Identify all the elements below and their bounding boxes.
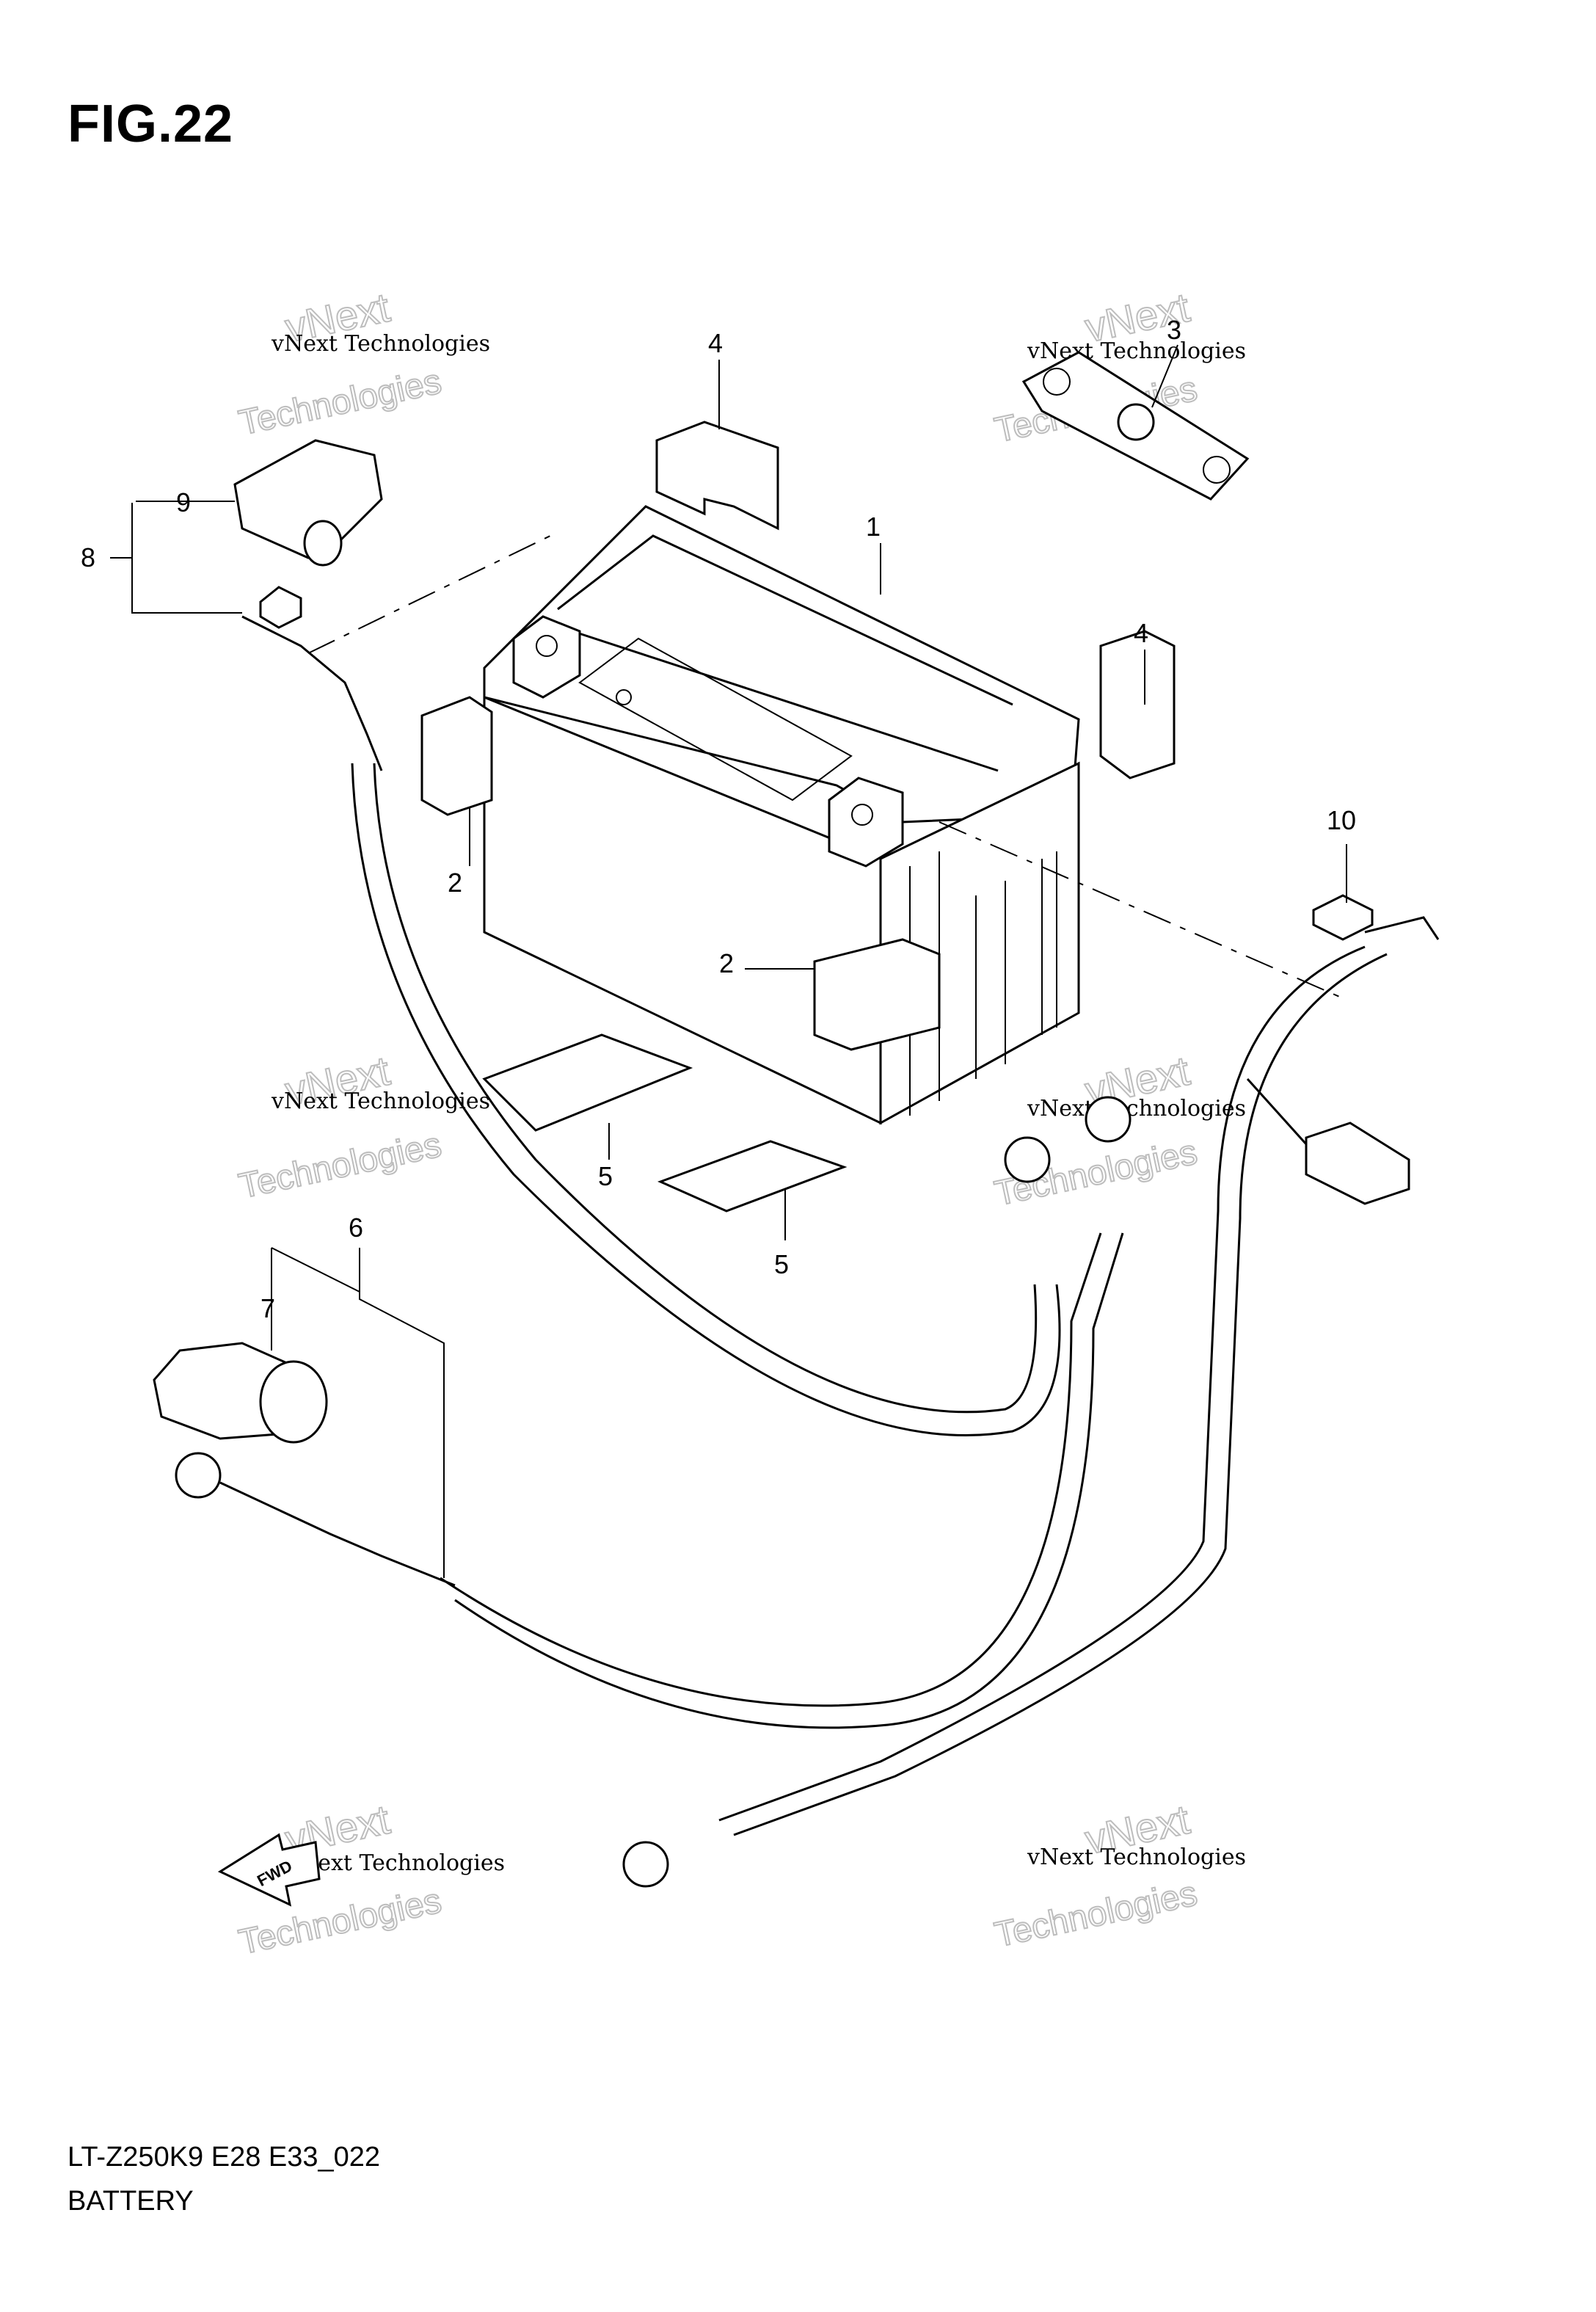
cable-10	[622, 894, 1440, 1888]
callout-1: 1	[866, 512, 881, 542]
cable-6-top-ring	[1004, 1136, 1051, 1183]
fwd-direction-marker: FWD	[217, 1833, 321, 1907]
plate-5-left	[482, 1033, 693, 1132]
figure-name: BATTERY	[68, 2186, 194, 2217]
band-rivet	[1117, 403, 1155, 441]
corner-pad-4-top	[655, 421, 779, 531]
watermark-text: vNext Technologies	[1027, 1844, 1246, 1870]
cable-10-body-inner	[733, 953, 1388, 1836]
terminal-bolt-hole	[536, 635, 558, 657]
battery-lid-rim	[557, 534, 1013, 706]
callout-3: 3	[1167, 315, 1181, 345]
cable-10-connector	[1305, 1122, 1410, 1205]
terminal-bolt-hole	[851, 804, 873, 826]
watermark-top-left: vNext vNext Technologies Technologies	[235, 283, 490, 444]
battery-terminal-positive	[828, 777, 904, 868]
watermark-text: vNext Technologies	[271, 1088, 490, 1114]
cap-9	[233, 439, 383, 559]
leader-6-7	[271, 1247, 360, 1293]
cable-10-end	[1364, 916, 1440, 940]
cable-8-end	[241, 615, 383, 771]
callout-9: 9	[176, 487, 191, 517]
cable-10-terminal	[1312, 894, 1374, 941]
watermark-technologies: Technologies	[236, 1125, 445, 1206]
callout-4-top: 4	[708, 328, 723, 358]
cable-10-branch	[1246, 1077, 1315, 1154]
callout-10: 10	[1327, 805, 1356, 835]
callout-7: 7	[260, 1293, 275, 1323]
cable-10-body-outer	[718, 945, 1366, 1822]
leader-3	[1151, 344, 1178, 408]
cable-6-body-outer	[440, 1232, 1102, 1707]
leader-lines	[110, 344, 1347, 1578]
pad-2-front	[813, 938, 941, 1051]
band-hole	[1043, 368, 1071, 396]
watermark-technologies: Technologies	[236, 362, 445, 443]
watermark-text: vNext Technologies	[271, 331, 490, 357]
cable-6-ring	[175, 1452, 222, 1499]
fwd-arrow-icon	[217, 1833, 321, 1907]
cable-6	[175, 1096, 1132, 1729]
terminal-cap	[233, 439, 383, 567]
leader-6	[359, 1248, 445, 1578]
callout-numbers: 1 2 2 3 4 4 5 5 6 7 8 9 10	[81, 315, 1356, 1323]
battery-lid-edge	[572, 630, 999, 772]
phantom-line-left	[307, 535, 551, 654]
watermark-technologies: Technologies	[991, 1874, 1200, 1955]
battery-band	[1021, 351, 1250, 501]
band-hole	[1203, 456, 1231, 484]
cable-8-terminal	[259, 586, 302, 629]
phantom-line-right	[939, 821, 1344, 999]
battery-vent-hole	[616, 689, 632, 705]
callout-8: 8	[81, 542, 95, 572]
figure-title: FIG.22	[68, 95, 234, 153]
corner-pad-4-right	[1099, 630, 1176, 779]
callout-5-left: 5	[598, 1161, 613, 1191]
watermark-text: vNext Technologies	[1027, 1096, 1246, 1122]
battery-pad-left	[420, 696, 493, 816]
cable-10-ring	[622, 1841, 669, 1888]
cover-7-opening	[259, 1360, 328, 1444]
terminal-cover-7	[153, 1342, 328, 1444]
cable-8-body-inner	[373, 763, 1038, 1414]
callout-2-left: 2	[448, 868, 462, 898]
callout-5-right: 5	[774, 1249, 789, 1279]
cable-6-top-ring-2	[1085, 1096, 1132, 1143]
cable-6-body-inner	[454, 1232, 1124, 1729]
watermark-mid-left: vNext vNext Technologies Technologies	[235, 1047, 490, 1207]
watermark-text: vNext Technologies	[1027, 338, 1246, 364]
leader-8	[131, 503, 242, 614]
cable-8	[241, 586, 1061, 1437]
figure-model-code: LT-Z250K9 E28 E33_022	[68, 2142, 381, 2173]
cable-8-body-outer	[351, 763, 1061, 1437]
plate-5-right	[657, 1140, 848, 1213]
battery-pad-front	[813, 938, 941, 1051]
battery-top-recess	[578, 637, 853, 801]
watermark-text: vNext Technologies	[285, 1850, 505, 1876]
battery	[483, 505, 1080, 1125]
callout-6: 6	[349, 1213, 363, 1243]
cap-9-opening	[303, 520, 343, 567]
cable-6-end	[219, 1481, 456, 1587]
watermark-bottom-right: vNext vNext Technologies Technologies	[991, 1795, 1246, 1956]
callout-2-front: 2	[719, 948, 734, 978]
pad-2-left	[420, 696, 493, 816]
callout-4-right: 4	[1134, 618, 1148, 648]
